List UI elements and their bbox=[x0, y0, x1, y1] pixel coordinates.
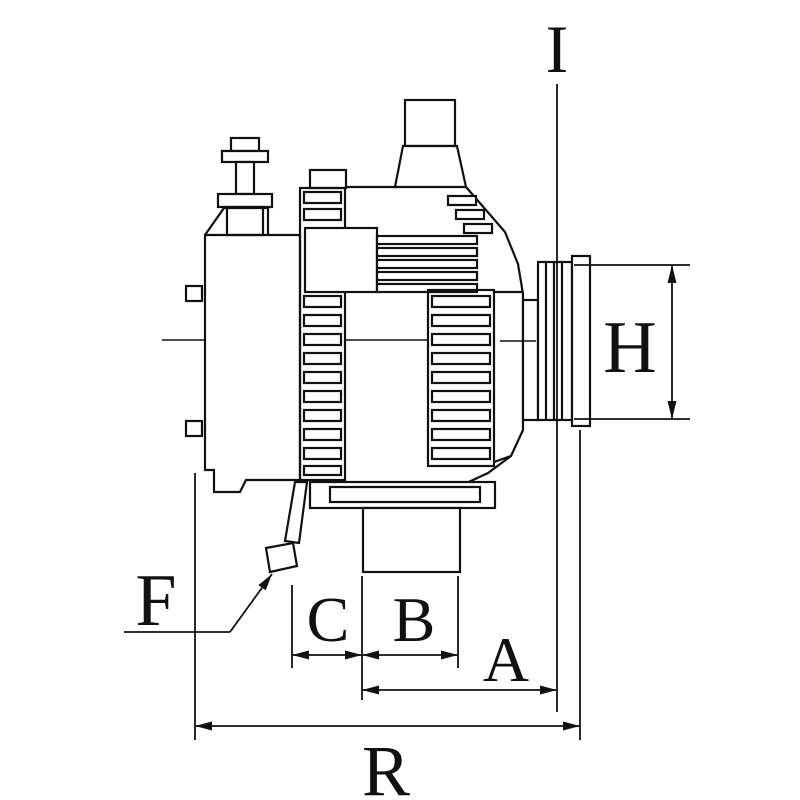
r-arrowhead-right bbox=[563, 721, 580, 731]
fin-slat bbox=[430, 332, 492, 347]
a-arrowhead-right bbox=[540, 685, 557, 695]
stud-head bbox=[229, 136, 261, 153]
rear-housing-outline bbox=[203, 233, 302, 494]
bracket-tab bbox=[264, 541, 299, 574]
shaft-rib bbox=[375, 246, 479, 258]
dim-label-c: C bbox=[307, 584, 350, 655]
stud-washer-top bbox=[220, 149, 270, 164]
alternator-drawing bbox=[162, 98, 592, 574]
mounting-foot bbox=[361, 506, 462, 574]
dim-label-a: A bbox=[483, 624, 529, 695]
stud-washer-bottom bbox=[216, 192, 274, 209]
shaft-rib bbox=[375, 258, 479, 270]
fin-slat bbox=[430, 408, 492, 423]
fin-slat bbox=[302, 370, 343, 385]
fin-slat bbox=[302, 464, 343, 477]
ear-taper bbox=[393, 144, 468, 189]
r-arrowhead-left bbox=[195, 721, 212, 731]
fin-slat bbox=[302, 351, 343, 366]
c-arrowhead-left bbox=[292, 650, 309, 660]
bottom-flange bbox=[308, 480, 497, 510]
fin-slat bbox=[302, 332, 343, 347]
dim-label-f: F bbox=[135, 560, 176, 642]
pulley-front-plate bbox=[570, 254, 592, 428]
stator-fins-front bbox=[426, 288, 496, 468]
extension-lines bbox=[194, 430, 581, 740]
fin-slat bbox=[430, 351, 492, 366]
fin-slat bbox=[430, 446, 492, 461]
fin-slat bbox=[302, 446, 343, 461]
shaft-ribs bbox=[375, 234, 479, 294]
fin-slat bbox=[302, 408, 343, 423]
dimension-a: A bbox=[362, 624, 557, 695]
pulley bbox=[500, 254, 592, 428]
dimension-f: F bbox=[124, 560, 273, 642]
f-arrowhead bbox=[258, 574, 272, 591]
b-arrowhead-right bbox=[441, 650, 458, 660]
dimension-h: H bbox=[574, 264, 690, 420]
fin-slat bbox=[302, 389, 343, 404]
c-arrowhead-right bbox=[345, 650, 362, 660]
fin-column-outline-front bbox=[426, 288, 496, 468]
stator-fins-rear bbox=[298, 168, 348, 482]
b-arrowhead-left bbox=[362, 650, 379, 660]
connector-lower bbox=[493, 454, 512, 464]
stud-stem bbox=[234, 160, 256, 196]
shaft-rib bbox=[375, 270, 479, 282]
bracket-arm bbox=[283, 480, 309, 545]
dimension-i: I bbox=[546, 11, 569, 712]
fin-slat bbox=[302, 427, 343, 442]
dim-label-h: H bbox=[603, 307, 656, 389]
fin-slat bbox=[430, 389, 492, 404]
ear-block bbox=[403, 98, 457, 148]
dimension-c: C bbox=[292, 584, 362, 660]
slope-step bbox=[454, 208, 486, 221]
shaft-rib bbox=[375, 234, 479, 246]
stud-base bbox=[225, 205, 265, 237]
dimension-r: R bbox=[195, 721, 580, 800]
fin-slat bbox=[430, 294, 492, 309]
h-arrowhead-top bbox=[667, 265, 677, 283]
rear-housing-tab-lower bbox=[184, 419, 204, 438]
fin-slat bbox=[430, 427, 492, 442]
fin-slat bbox=[430, 370, 492, 385]
dim-label-r: R bbox=[362, 731, 410, 800]
a-arrowhead-left bbox=[362, 685, 379, 695]
rear-housing-chamfer bbox=[204, 206, 270, 236]
rear-housing bbox=[162, 206, 302, 494]
dim-label-b: B bbox=[393, 584, 436, 655]
dimension-b: B bbox=[362, 584, 458, 660]
h-arrowhead-bottom bbox=[667, 401, 677, 419]
lower-bracket bbox=[264, 480, 309, 574]
terminal-stud bbox=[216, 136, 274, 237]
rear-housing-tab-upper bbox=[184, 284, 204, 303]
slope-step bbox=[462, 222, 494, 235]
fin-slat bbox=[430, 313, 492, 328]
shaft-collar bbox=[521, 298, 540, 422]
fin-cap bbox=[308, 168, 348, 190]
fin-slat bbox=[302, 190, 343, 205]
fin-slat bbox=[302, 313, 343, 328]
slope-step bbox=[446, 194, 478, 207]
fin-slat bbox=[302, 207, 343, 222]
bearing-boss bbox=[303, 226, 379, 294]
fin-slat bbox=[302, 294, 343, 309]
fin-column-outline bbox=[298, 186, 347, 482]
dim-label-i: I bbox=[546, 11, 569, 87]
flange-band bbox=[308, 480, 497, 510]
flange-inner bbox=[328, 485, 482, 504]
top-mount-ear bbox=[393, 98, 468, 189]
